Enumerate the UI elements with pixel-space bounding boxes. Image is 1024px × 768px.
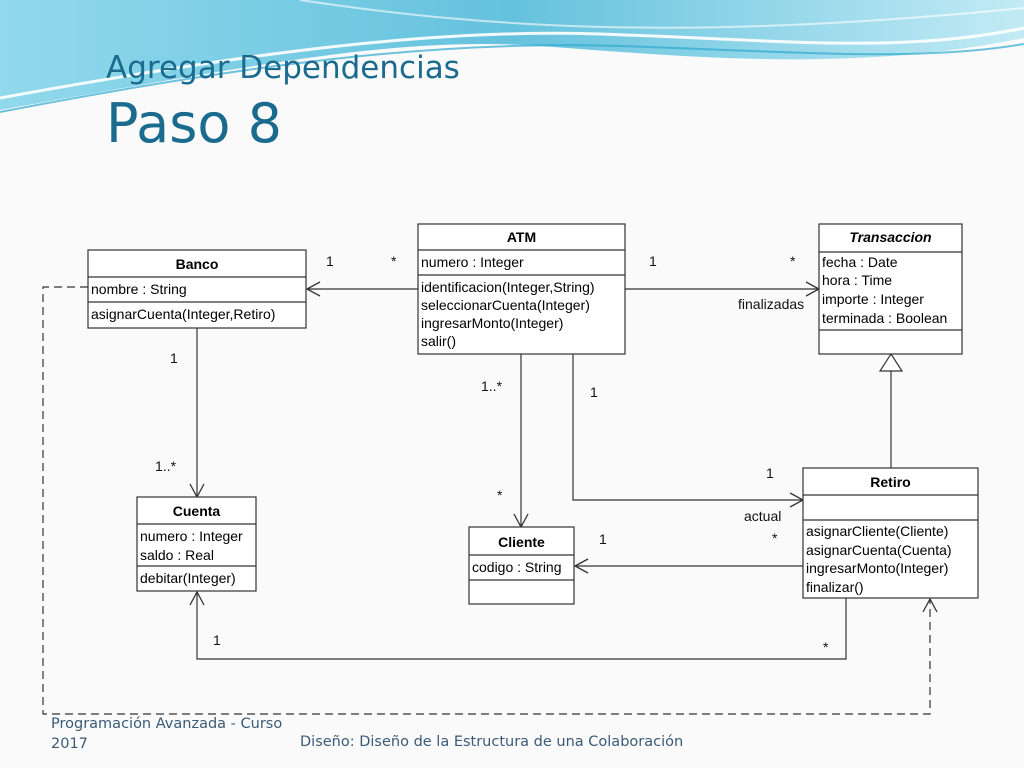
title-line-1: Agregar Dependencias bbox=[106, 50, 460, 86]
class-operation: asignarCuenta(Cuenta) bbox=[806, 542, 952, 558]
class-operation: identificacion(Integer,String) bbox=[421, 279, 595, 295]
class-operation: ingresarMonto(Integer) bbox=[421, 315, 563, 331]
class-attribute: numero : Integer bbox=[421, 254, 524, 270]
mult-banco-atm: 1 bbox=[326, 253, 334, 269]
mult-retiro-cuenta: * bbox=[823, 639, 829, 655]
class-attribute: numero : Integer bbox=[140, 528, 243, 544]
role-finalizadas: finalizadas bbox=[738, 296, 804, 312]
assoc-retiro-cuenta bbox=[189, 590, 847, 660]
class-operation: asignarCuenta(Integer,Retiro) bbox=[91, 306, 275, 322]
mult-atm-cliente: 1..* bbox=[481, 378, 503, 394]
class-banco: Banco nombre : String asignarCuenta(Inte… bbox=[87, 249, 307, 329]
class-attribute: nombre : String bbox=[91, 281, 187, 297]
class-name: Retiro bbox=[870, 474, 910, 490]
role-actual: actual bbox=[744, 508, 781, 524]
class-cuenta: Cuenta numero : Integer saldo : Real deb… bbox=[136, 496, 257, 592]
footer-course: Programación Avanzada - Curso 2017 bbox=[51, 716, 283, 752]
class-name: Banco bbox=[176, 256, 219, 272]
class-attribute: fecha : Date bbox=[822, 254, 898, 270]
class-operation: asignarCliente(Cliente) bbox=[806, 523, 948, 539]
header-wave-decoration bbox=[0, 0, 1024, 113]
mult-atm-banco: * bbox=[391, 253, 397, 269]
mult-retiro-cliente: * bbox=[772, 530, 778, 546]
class-operation: finalizar() bbox=[806, 579, 864, 595]
mult-atm-retiro: 1 bbox=[590, 384, 598, 400]
class-name: Cuenta bbox=[173, 503, 221, 519]
class-operation: ingresarMonto(Integer) bbox=[806, 560, 948, 576]
class-transaccion: Transaccion fecha : Date hora : Time imp… bbox=[818, 223, 963, 355]
mult-transaccion-atm: * bbox=[790, 253, 796, 269]
assoc-atm-retiro bbox=[572, 354, 805, 508]
class-operation: debitar(Integer) bbox=[140, 570, 236, 586]
class-attribute: importe : Integer bbox=[822, 291, 924, 307]
mult-banco-cuenta: 1 bbox=[170, 350, 178, 366]
slide-title: Agregar Dependencias Paso 8 bbox=[106, 48, 460, 154]
class-operation: seleccionarCuenta(Integer) bbox=[421, 297, 590, 313]
dependency-banco-retiro bbox=[42, 286, 938, 715]
title-line-2: Paso 8 bbox=[106, 92, 282, 155]
mult-cuenta-banco: 1..* bbox=[155, 458, 177, 474]
footer-topic: Diseño: Diseño de la Estructura de una C… bbox=[300, 734, 684, 750]
class-name: Cliente bbox=[498, 534, 545, 550]
generalization-triangle-icon bbox=[878, 352, 904, 372]
class-attribute: saldo : Real bbox=[140, 547, 214, 563]
mult-cliente-atm: * bbox=[497, 487, 503, 503]
class-operation: salir() bbox=[421, 333, 456, 349]
class-cliente: Cliente codigo : String bbox=[468, 526, 575, 605]
class-attribute: codigo : String bbox=[472, 559, 562, 575]
class-retiro: Retiro asignarCliente(Cliente) asignarCu… bbox=[802, 467, 979, 599]
class-attribute: terminada : Boolean bbox=[822, 310, 947, 326]
class-name: ATM bbox=[507, 229, 536, 245]
mult-cliente-retiro: 1 bbox=[599, 531, 607, 547]
mult-cuenta-retiro: 1 bbox=[213, 632, 221, 648]
class-attribute: hora : Time bbox=[822, 272, 892, 288]
mult-atm-transaccion: 1 bbox=[649, 253, 657, 269]
class-atm: ATM numero : Integer identificacion(Inte… bbox=[417, 223, 626, 355]
class-name: Transaccion bbox=[849, 229, 931, 245]
mult-retiro-atm: 1 bbox=[766, 465, 774, 481]
